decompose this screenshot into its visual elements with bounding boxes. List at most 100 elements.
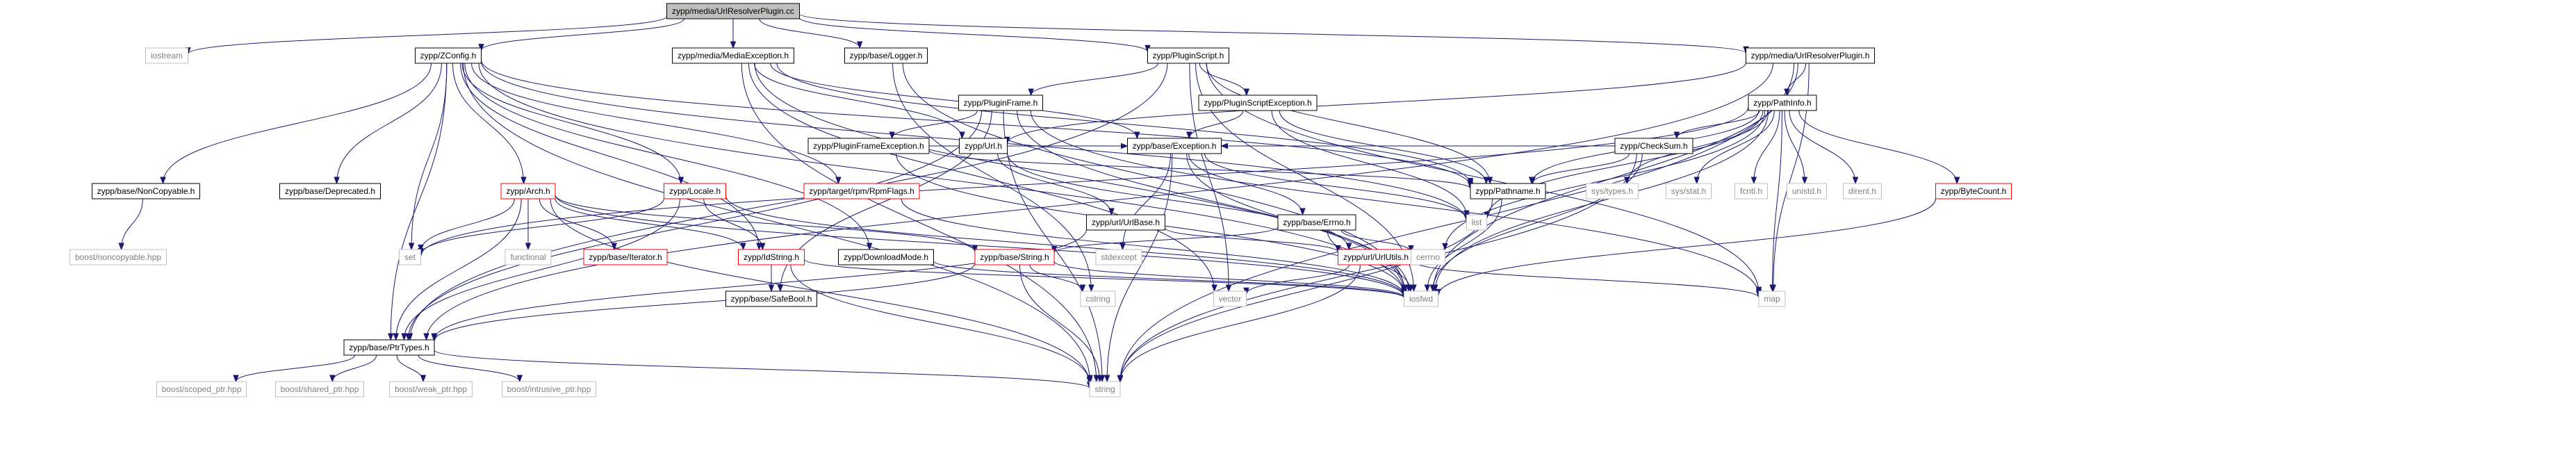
node-map[interactable]: map [1758,291,1786,307]
node-label: zypp/DownloadMode.h [844,252,928,262]
node-functional[interactable]: functional [504,249,552,265]
node-set[interactable]: set [399,249,421,265]
node-basestring[interactable]: zypp/base/String.h [974,249,1055,265]
edge-arch-to-functional [525,198,532,251]
node-iterator[interactable]: zypp/base/Iterator.h [583,249,668,265]
node-scoped-ptr[interactable]: boost/scoped_ptr.hpp [156,381,247,398]
node-list[interactable]: list [1466,214,1487,231]
node-pluginframe[interactable]: zypp/PluginFrame.h [958,95,1043,111]
edge-urlresplugin_h-to-ptrtypes [423,63,1773,341]
edge-ptrtypes-to-scoped_ptr [233,354,355,383]
node-url[interactable]: zypp/Url.h [959,138,1008,154]
node-iosfwd[interactable]: iosfwd [1404,291,1438,307]
node-box [275,381,364,398]
node-baseexc[interactable]: zypp/base/Exception.h [1127,138,1222,154]
node-shared-ptr[interactable]: boost/shared_ptr.hpp [275,381,364,398]
node-label: zypp/PluginScriptException.h [1204,98,1311,108]
node-safebool[interactable]: zypp/base/SafeBool.h [725,291,817,307]
node-urlresplugin-h[interactable]: zypp/media/UrlResolverPlugin.h [1746,47,1875,64]
node-arch[interactable]: zypp/Arch.h [500,183,556,199]
node-urlutils[interactable]: zypp/url/UrlUtils.h [1338,249,1414,265]
node-noncopyable-hpp[interactable]: boost/noncopyable.hpp [69,249,167,265]
node-mediaexc[interactable]: zypp/media/MediaException.h [672,47,794,64]
node-label: sys/types.h [1591,186,1633,196]
node-string[interactable]: string [1089,381,1121,398]
node-downloadmode[interactable]: zypp/DownloadMode.h [838,249,934,265]
node-dirent[interactable]: dirent.h [1843,183,1882,199]
edge-layer [118,13,1960,390]
node-urlbase[interactable]: zypp/url/UrlBase.h [1086,214,1165,231]
node-logger[interactable]: zypp/base/Logger.h [844,47,928,64]
node-pathname[interactable]: zypp/Pathname.h [1470,183,1546,199]
node-box [664,183,726,199]
node-systypes[interactable]: sys/types.h [1586,183,1639,199]
edge-pluginscript-to-pluginscriptexc [1199,63,1250,97]
node-errno-h[interactable]: zypp/base/Errno.h [1277,214,1356,231]
edge-arrowhead [387,333,394,341]
node-box [92,183,200,199]
edge-line [1119,153,1637,383]
edge-arrowhead [423,333,429,341]
edge-pluginframeexc-to-baseexc [928,142,1129,149]
node-pathinfo[interactable]: zypp/PathInfo.h [1748,95,1817,111]
edge-line [1019,264,1100,382]
edge-line [997,153,1112,215]
edge-line [902,63,1405,292]
edge-line [1676,110,1760,139]
edge-pathinfo-to-sysstat [1693,110,1775,185]
node-sysstat[interactable]: sys/stat.h [1666,183,1712,199]
edge-errno_h-to-basestring [1051,226,1279,254]
edge-line [759,18,860,49]
edge-errno_h-to-cerrno [1340,229,1414,253]
node-intrusive-ptr[interactable]: boost/intrusive_ptr.hpp [502,381,596,398]
node-label: zypp/base/Deprecated.h [285,186,375,196]
node-label: zypp/media/UrlResolverPlugin.cc [672,6,794,16]
node-rpmflags[interactable]: zypp/target/rpm/RpmFlags.h [803,183,920,199]
node-label: zypp/base/NonCopyable.h [97,186,195,196]
node-pluginscriptexc[interactable]: zypp/PluginScriptException.h [1198,95,1318,111]
edge-arrowhead [520,177,527,185]
edge-line [1206,63,1491,184]
node-box [666,3,800,19]
node-cstring[interactable]: cstring [1080,291,1116,307]
node-ptrtypes[interactable]: zypp/base/PtrTypes.h [343,339,435,356]
node-box [1277,214,1356,231]
edge-line [434,263,976,341]
edge-line [1204,153,1467,220]
node-root[interactable]: zypp/media/UrlResolverPlugin.cc [666,3,800,19]
node-locale[interactable]: zypp/Locale.h [664,183,726,199]
node-vector[interactable]: vector [1213,291,1247,307]
edge-arch-to-iterator [539,198,618,251]
edge-line [452,63,525,184]
node-zconfig[interactable]: zypp/ZConfig.h [415,47,482,64]
node-iostream[interactable]: iostream [145,47,188,64]
node-box [1748,95,1817,111]
node-deprecated[interactable]: zypp/base/Deprecated.h [279,183,381,199]
edge-arrowhead [393,333,400,341]
node-box [725,291,817,307]
node-unistd[interactable]: unistd.h [1787,183,1827,199]
node-cerrno[interactable]: cerrno [1411,249,1445,265]
node-label: boost/weak_ptr.hpp [395,384,467,394]
node-box [974,249,1055,265]
edge-line [395,198,522,341]
edge-basestring-to-cstring [1029,264,1086,293]
edge-arrowhead [1028,88,1034,97]
node-box [583,249,668,265]
edge-arrowhead [516,375,523,383]
edge-arrowhead [1693,177,1700,185]
edge-line [770,63,1138,139]
node-noncopyable[interactable]: zypp/base/NonCopyable.h [92,183,200,199]
node-stdexcept[interactable]: stdexcept [1095,249,1142,265]
edge-line [799,17,1148,52]
node-pluginscript[interactable]: zypp/PluginScript.h [1147,47,1229,64]
node-bytecount[interactable]: zypp/ByteCount.h [1935,183,2012,199]
edge-line [1246,264,1349,295]
node-box [343,339,435,356]
node-checksum[interactable]: zypp/CheckSum.h [1614,138,1693,154]
node-idstring[interactable]: zypp/IdString.h [738,249,805,265]
node-fcntl[interactable]: fcntl.h [1734,183,1768,199]
node-pluginframeexc[interactable]: zypp/PluginFrameException.h [807,138,930,154]
node-label: sys/stat.h [1671,186,1707,196]
node-weak-ptr[interactable]: boost/weak_ptr.hpp [389,381,473,398]
